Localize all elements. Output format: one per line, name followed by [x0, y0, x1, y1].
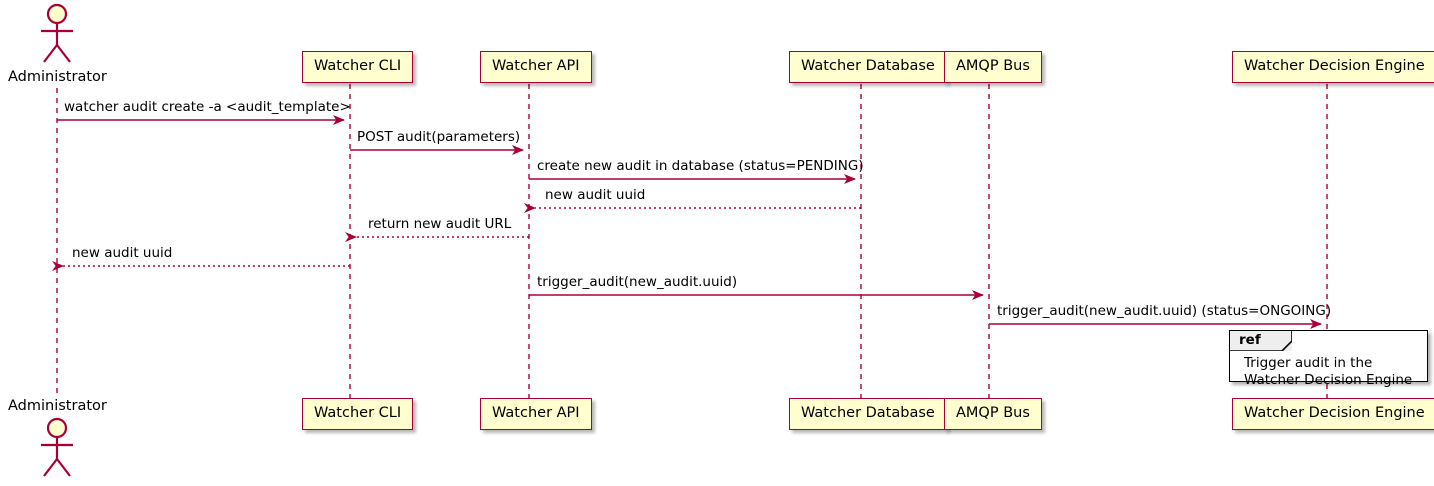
participant-box-watcher-decision-engine-bottom[interactable]: Watcher Decision Engine	[1232, 398, 1434, 430]
message-label-m5: return new audit URL	[368, 216, 512, 232]
lifelines	[56, 84, 1328, 398]
ref-fragment-tab-label: ref	[1239, 332, 1261, 348]
actor-glyph-top	[41, 3, 73, 63]
ref-fragment: ref Trigger audit in the Watcher Decisio…	[1229, 330, 1428, 388]
message-label-m2: POST audit(parameters)	[357, 129, 521, 145]
message-label-m1: watcher audit create -a <audit_template>	[64, 99, 351, 115]
message-label-m8: trigger_audit(new_audit.uuid) (status=ON…	[997, 303, 1332, 319]
message-label-m3: create new audit in database (status=PEN…	[537, 158, 864, 174]
participant-box-amqp-bus-bottom[interactable]: AMQP Bus	[944, 398, 1042, 430]
ref-fragment-text: Trigger audit in the Watcher Decision En…	[1244, 355, 1413, 388]
participant-box-watcher-database-bottom[interactable]: Watcher Database	[789, 398, 947, 430]
message-label-m6: new audit uuid	[72, 245, 173, 261]
participant-box-watcher-cli-bottom[interactable]: Watcher CLI	[302, 398, 414, 430]
message-label-m7: trigger_audit(new_audit.uuid)	[537, 274, 738, 290]
participant-box-watcher-api-top[interactable]: Watcher API	[480, 51, 592, 83]
message-label-m4: new audit uuid	[545, 187, 646, 203]
participant-box-watcher-database-top[interactable]: Watcher Database	[789, 51, 947, 83]
participant-box-amqp-bus-top[interactable]: AMQP Bus	[944, 51, 1042, 83]
actor-glyph-bottom	[41, 417, 73, 477]
actor-label-administrator-top: Administrator	[8, 69, 107, 85]
ref-fragment-tab	[1230, 331, 1293, 352]
participant-box-watcher-api-bottom[interactable]: Watcher API	[480, 398, 592, 430]
message-arrows	[52, 115, 1322, 329]
participant-box-watcher-cli-top[interactable]: Watcher CLI	[302, 51, 414, 83]
actor-label-administrator-bottom: Administrator	[8, 398, 107, 414]
participant-box-watcher-decision-engine-top[interactable]: Watcher Decision Engine	[1232, 51, 1434, 83]
